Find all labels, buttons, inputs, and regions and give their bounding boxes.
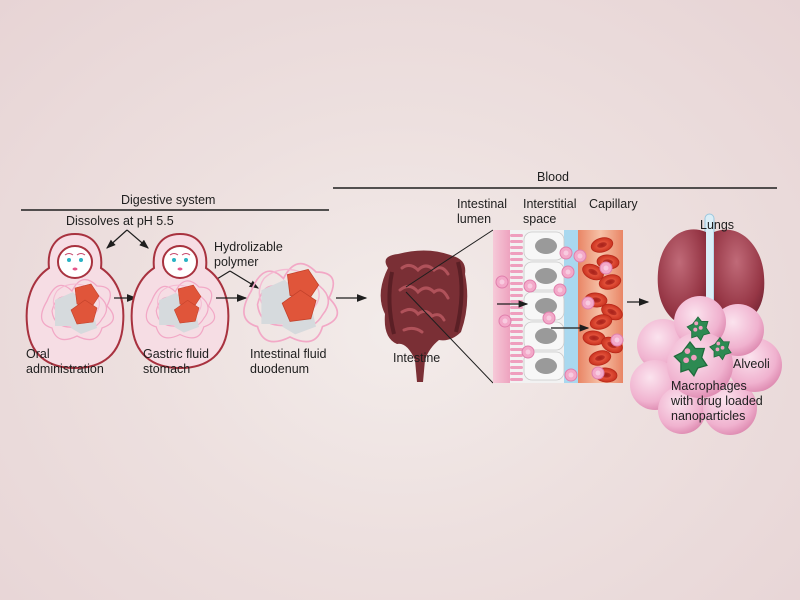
hydrolizable-line1: Hydrolizable — [214, 240, 283, 254]
polymer-particle-duodenum — [243, 262, 339, 343]
stage-gastric-line2: stomach — [143, 362, 191, 376]
microvillus — [510, 378, 523, 381]
nanoparticle — [564, 368, 578, 382]
microvillus — [510, 336, 523, 339]
stage-label-oral: Oral administration — [26, 347, 104, 377]
stage-label-intestine: Intestine — [393, 351, 441, 365]
digestive-system-header: Digestive system — [121, 193, 216, 207]
cell-nucleus — [535, 238, 557, 254]
microvillus — [510, 312, 523, 315]
hydrolizable-polymer-label: Hydrolizable polymer — [214, 240, 283, 270]
intestinal-lumen-label: Intestinal lumen — [457, 197, 507, 227]
microvillus — [510, 366, 523, 369]
epithelial-cells — [523, 231, 565, 381]
microvillus — [510, 252, 523, 255]
capillary-label: Capillary — [589, 197, 638, 211]
nanoparticle — [521, 345, 535, 359]
microvillus — [510, 354, 523, 357]
cell-nucleus — [535, 298, 557, 314]
dissolves-label: Dissolves at pH 5.5 — [66, 214, 174, 228]
microvillus — [510, 294, 523, 297]
microvillus — [510, 240, 523, 243]
cell-nucleus — [535, 328, 557, 344]
nanoparticle — [542, 311, 556, 325]
interstitial-line1: Interstitial — [523, 197, 577, 211]
lumen-line2: lumen — [457, 212, 492, 226]
zoom-line-bottom — [405, 291, 494, 384]
nanoparticle — [591, 366, 605, 380]
macrophages-line3: nanoparticles — [671, 409, 746, 423]
microvillus — [510, 348, 523, 351]
microvillus — [510, 288, 523, 291]
lumen-line1: Intestinal — [457, 197, 508, 211]
nanoparticle — [573, 249, 587, 263]
stage-oral-line1: Oral — [26, 347, 50, 361]
microvillus — [510, 246, 523, 249]
villi — [510, 234, 523, 381]
microvillus — [510, 276, 523, 279]
microvillus — [510, 234, 523, 237]
stage-intestinal-line2: duodenum — [250, 362, 310, 376]
macrophages-line1: Macrophages — [671, 379, 747, 393]
dissolves-arrows — [106, 229, 149, 249]
intestine-illustration — [380, 250, 468, 382]
nanoparticle — [498, 314, 512, 328]
nanoparticle — [610, 333, 624, 347]
nanoparticle — [599, 261, 613, 275]
microvillus — [510, 342, 523, 345]
microvillus — [510, 300, 523, 303]
nanoparticle — [495, 275, 509, 289]
microvillus — [510, 282, 523, 285]
interstitial-line2: space — [523, 212, 557, 226]
stage-gastric-line1: Gastric fluid — [143, 347, 209, 361]
alveoli-cluster — [630, 296, 782, 435]
cell-nucleus — [535, 358, 557, 374]
alveoli-label: Alveoli — [733, 357, 770, 371]
stage-label-gastric: Gastric fluid stomach — [143, 347, 209, 377]
stage-intestinal-line1: Intestinal fluid — [250, 347, 327, 361]
microvillus — [510, 330, 523, 333]
macrophages-line2: with drug loaded — [671, 394, 763, 408]
stage-oral-line2: administration — [26, 362, 104, 376]
microvillus — [510, 306, 523, 309]
stage-label-intestinal: Intestinal fluid duodenum — [250, 347, 326, 377]
microvillus — [510, 372, 523, 375]
nanoparticle — [523, 279, 537, 293]
microvillus — [510, 318, 523, 321]
nanoparticle — [553, 283, 567, 297]
lungs-label: Lungs — [700, 218, 735, 232]
microvillus — [510, 264, 523, 267]
macrophages-label: Macrophages with drug loaded nanoparticl… — [671, 379, 763, 424]
zoom-line-top — [405, 229, 494, 288]
nanoparticle — [561, 265, 575, 279]
interstitial-space-label: Interstitial space — [523, 197, 577, 227]
microvillus — [510, 360, 523, 363]
microvillus — [510, 270, 523, 273]
nanoparticle — [559, 246, 573, 260]
microvillus — [510, 258, 523, 261]
intestinal-wall-panel — [493, 230, 626, 384]
microvillus — [510, 324, 523, 327]
hydrolizable-line2: polymer — [214, 255, 259, 269]
nanoparticle — [581, 296, 595, 310]
blood-header: Blood — [537, 170, 569, 184]
cell-nucleus — [535, 268, 557, 284]
